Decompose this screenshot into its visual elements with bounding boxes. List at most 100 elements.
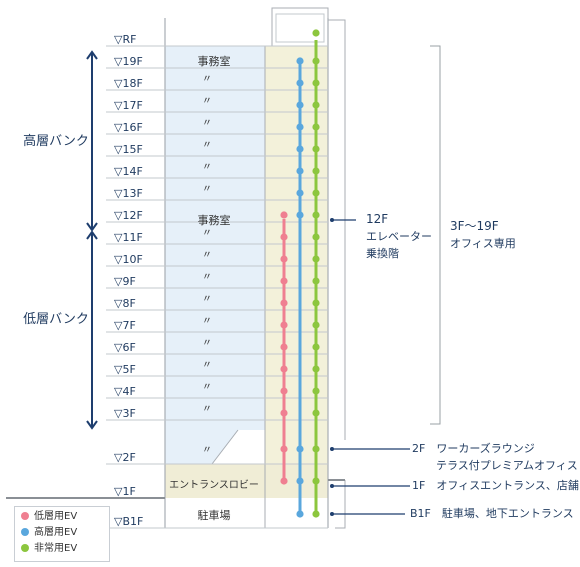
floor-label: ▽5F — [114, 363, 136, 376]
ditto-mark: 〃 — [202, 294, 212, 305]
high-ev-stop — [296, 123, 304, 131]
low-ev-stop — [280, 255, 288, 263]
high-ev-stop — [296, 510, 304, 518]
room-lobby: エントランスロビー — [169, 479, 259, 491]
legend-label-emergency-ev: 非常用EV — [34, 543, 78, 554]
floor-label: ▽6F — [114, 341, 136, 354]
ditto-mark: 〃 — [202, 272, 212, 283]
low-ev-stop — [280, 387, 288, 395]
floor-label: ▽9F — [114, 275, 136, 288]
low-ev-stop — [280, 343, 288, 351]
ditto-mark: 〃 — [202, 316, 212, 327]
parking-floor — [165, 498, 328, 528]
ditto-mark: 〃 — [202, 118, 212, 129]
emergency-ev-stop — [312, 145, 320, 153]
emergency-ev-stop — [312, 79, 320, 87]
ditto-mark: 〃 — [202, 74, 212, 85]
office-column-upper — [165, 46, 265, 430]
low-ev-stop — [280, 445, 288, 453]
floor-label: ▽13F — [114, 187, 143, 200]
emergency-ev-stop — [312, 477, 320, 485]
emergency-ev-stop — [312, 189, 320, 197]
low-ev-stop — [280, 409, 288, 417]
emergency-ev-stop — [312, 211, 320, 219]
high-ev-stop — [296, 477, 304, 485]
legend-item-low-ev: 低層用EV — [21, 511, 77, 523]
floor-label: ▽8F — [114, 297, 136, 310]
floor-label: ▽19F — [114, 55, 143, 68]
floor-label: ▽RF — [114, 33, 136, 46]
emergency-ev-stop — [312, 510, 320, 518]
office-range-line1: 3F〜19F — [450, 219, 499, 233]
emergency-ev-stop — [312, 255, 320, 263]
emergency-ev-stop — [312, 409, 320, 417]
emergency-ev-stop — [312, 101, 320, 109]
transfer-floor-label: 12F — [366, 212, 388, 226]
transfer-label-line2: エレベーター — [366, 230, 432, 243]
emergency-ev-stop — [312, 233, 320, 241]
high-bank-arrow-top — [86, 50, 98, 60]
low-ev-stop — [280, 211, 288, 219]
emergency-ev-stop — [312, 445, 320, 453]
f2-annotation-line2: テラス付プレミアムオフィス — [436, 459, 578, 472]
b1f-leader-dot — [330, 512, 334, 516]
ditto-mark: 〃 — [202, 228, 212, 239]
penthouse-inner — [275, 13, 325, 43]
low-ev-stop — [280, 233, 288, 241]
low-ev-swatch — [21, 512, 29, 520]
room-office-19f: 事務室 — [198, 54, 231, 68]
high-ev-stop — [296, 145, 304, 153]
emergency-ev-swatch — [21, 544, 29, 552]
room-parking: 駐車場 — [198, 508, 231, 522]
b1f-annotation: B1F 駐車場、地下エントランス — [410, 506, 574, 520]
emergency-ev-stop — [312, 321, 320, 329]
high-ev-stop — [296, 189, 304, 197]
emergency-ev-stop — [312, 29, 320, 37]
building — [6, 7, 346, 529]
emergency-ev-stop — [312, 123, 320, 131]
low-bank-arrow-bottom — [86, 420, 98, 430]
floor-label: ▽B1F — [114, 515, 143, 528]
room-office-12f: 事務室 — [198, 213, 231, 227]
emergency-ev-stop — [312, 387, 320, 395]
floor-label: ▽3F — [114, 407, 136, 420]
floor-label: ▽2F — [114, 451, 136, 464]
f2-leader-dot — [330, 447, 334, 451]
annotations: 12F エレベーター 乗換階 3F〜19F オフィス専用 2F ワーカーズラウン… — [330, 212, 579, 520]
east-basement-wall — [335, 480, 346, 529]
floor-label: ▽1F — [114, 485, 136, 498]
low-ev-stop — [280, 299, 288, 307]
floor-label: ▽18F — [114, 77, 143, 90]
high-ev-stop — [296, 57, 304, 65]
room-labels: 事務室 事務室 エントランスロビー 駐車場 — [169, 54, 259, 522]
terrace-2f — [212, 430, 265, 464]
high-ev-stop — [296, 101, 304, 109]
floor-lines — [106, 45, 328, 529]
ditto-mark: 〃 — [202, 360, 212, 371]
floor-labels: ▽RF▽19F▽18F▽17F▽16F▽15F▽14F▽13F▽12F▽11F▽… — [114, 33, 143, 528]
floor-label: ▽14F — [114, 165, 143, 178]
low-bank-arrow-top — [86, 230, 98, 240]
ditto-mark: 〃 — [202, 140, 212, 151]
elevator-stops — [280, 29, 320, 518]
ditto-mark: 〃 — [202, 382, 212, 393]
legend-item-high-ev: 高層用EV — [21, 527, 77, 539]
transfer-label-line3: 乗換階 — [366, 246, 399, 260]
ditto-mark: 〃 — [202, 96, 212, 107]
low-ev-stop — [280, 477, 288, 485]
high-ev-stop — [296, 79, 304, 87]
floor-label: ▽16F — [114, 121, 143, 134]
high-ev-stop — [296, 167, 304, 175]
legend-item-emergency-ev: 非常用EV — [21, 543, 77, 555]
floor-label: ▽15F — [114, 143, 143, 156]
floor-label: ▽7F — [114, 319, 136, 332]
emergency-ev-stop — [312, 167, 320, 175]
office-range-bracket — [430, 45, 441, 425]
floor-label: ▽11F — [114, 231, 143, 244]
elevator-legend: 低層用EV 高層用EV 非常用EV — [14, 506, 110, 562]
f2-annotation-line1: 2F ワーカーズラウンジ — [412, 441, 535, 455]
floor-label: ▽12F — [114, 209, 143, 222]
east-parapet — [328, 19, 346, 440]
high-ev-stop — [296, 445, 304, 453]
